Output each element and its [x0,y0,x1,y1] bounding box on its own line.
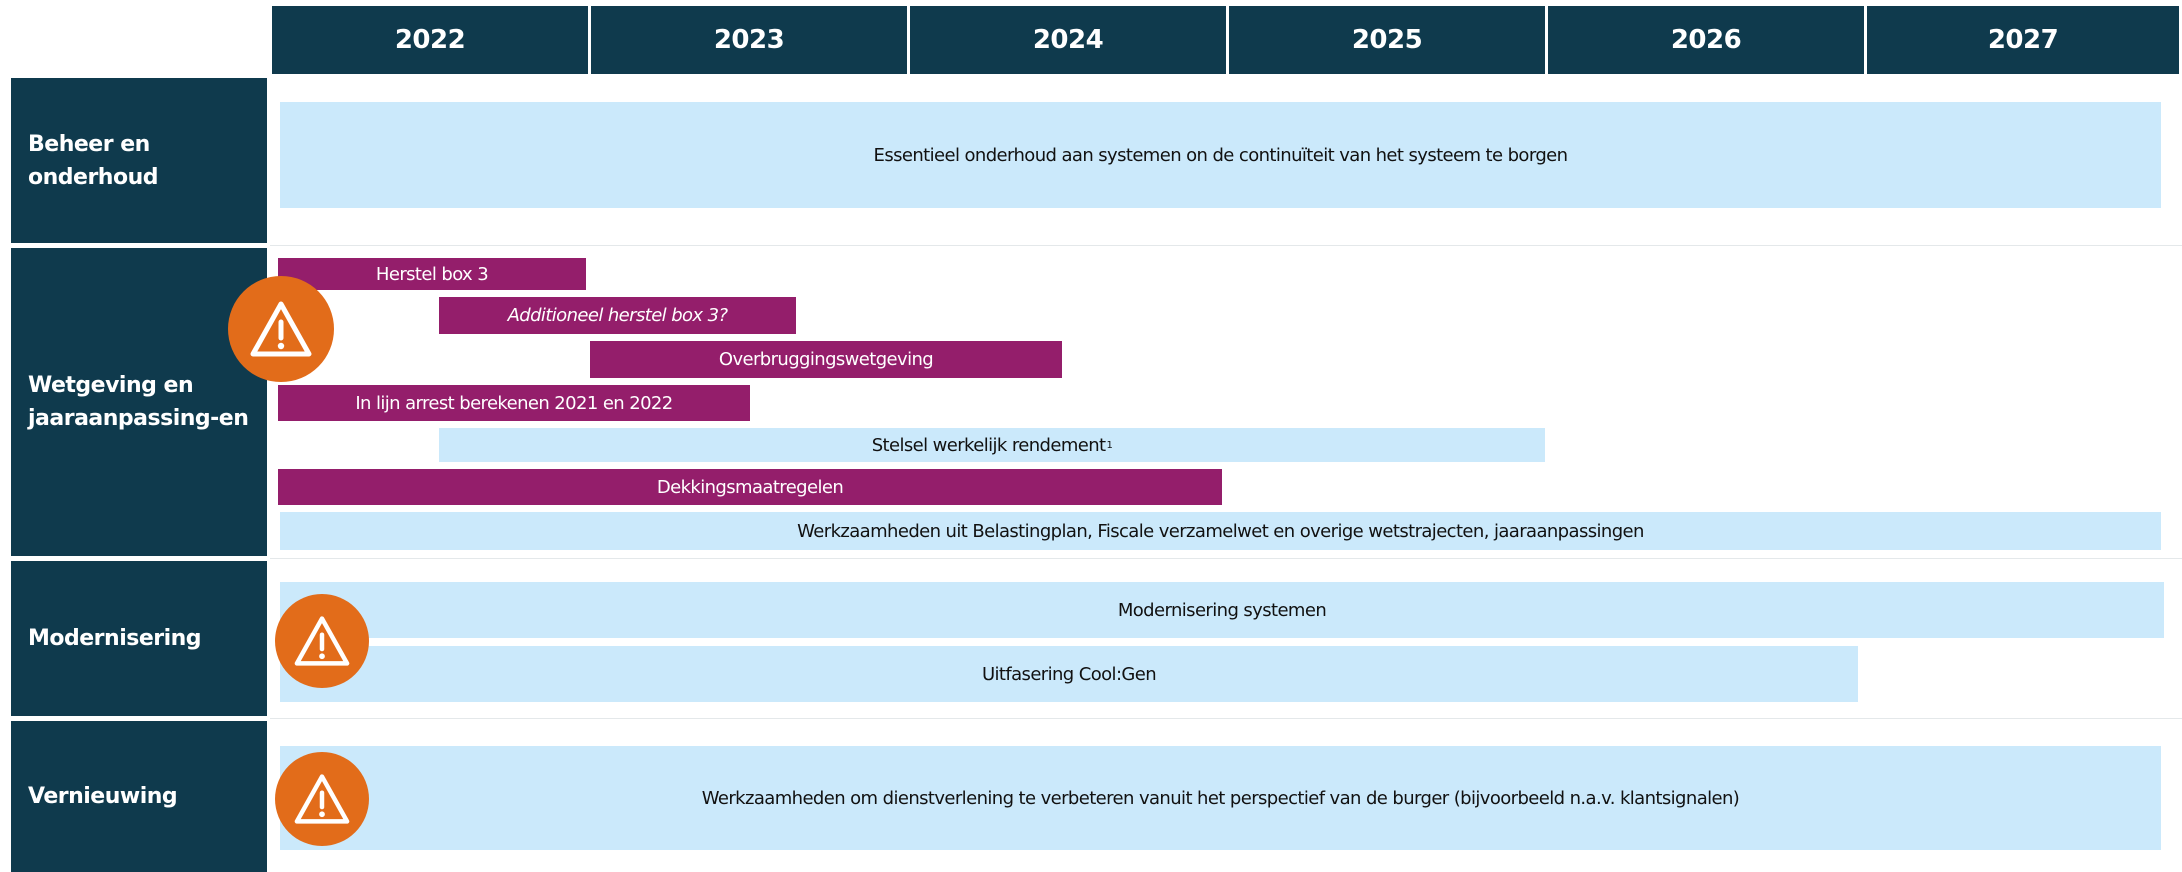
bar-label: Werkzaamheden om dienstverlening te verb… [701,787,1740,809]
row-separator [270,718,2182,719]
bar-label: Dekkingsmaatregelen [656,476,844,498]
row-separator [270,245,2182,246]
row-separator [270,558,2182,559]
bar-label: Herstel box 3 [375,263,489,285]
category-vernieuwing: Vernieuwing [11,721,267,872]
bar-dienstverlening-verbeteren: Werkzaamheden om dienstverlening te verb… [280,746,2161,850]
warning-triangle-icon [275,594,369,688]
bar-in-lijn-arrest: In lijn arrest berekenen 2021 en 2022 [278,385,750,421]
bar-label: Modernisering systemen [1117,599,1327,621]
warning-triangle-icon [275,752,369,846]
year-header-2026: 2026 [1548,6,1864,74]
year-header-2025: 2025 [1229,6,1545,74]
year-header-2023: 2023 [591,6,907,74]
category-beheer-en-onderhoud: Beheer en onderhoud [11,78,267,243]
bar-additioneel-herstel-box-3: Additioneel herstel box 3? [439,297,796,334]
year-header-2022: 2022 [272,6,588,74]
bar-label: Overbruggingswetgeving [718,349,934,370]
bar-modernisering-systemen: Modernisering systemen [280,582,2164,638]
bar-label: Stelsel werkelijk rendement [871,434,1106,456]
bar-dekkingsmaatregelen: Dekkingsmaatregelen [278,469,1222,505]
footnote-marker: 1 [1106,439,1113,451]
year-header-2024: 2024 [910,6,1226,74]
category-wetgeving-en-jaaraanpassingen: Wetgeving en jaaraanpassing-en [11,248,267,556]
bar-label: Werkzaamheden uit Belastingplan, Fiscale… [797,520,1644,542]
bar-uitfasering-coolgen: Uitfasering Cool:Gen [280,646,1858,702]
bar-herstel-box-3: Herstel box 3 [278,258,586,290]
bar-werkzaamheden-belastingplan: Werkzaamheden uit Belastingplan, Fiscale… [280,512,2161,550]
year-header-2027: 2027 [1867,6,2179,74]
category-modernisering: Modernisering [11,561,267,716]
bar-label: Additioneel herstel box 3? [507,305,728,326]
bar-essentieel-onderhoud: Essentieel onderhoud aan systemen on de … [280,102,2161,208]
warning-triangle-icon [228,276,334,382]
bar-overbruggingswetgeving: Overbruggingswetgeving [590,341,1062,378]
bar-label: Uitfasering Cool:Gen [981,663,1157,685]
bar-label: In lijn arrest berekenen 2021 en 2022 [355,392,673,414]
bar-label: Essentieel onderhoud aan systemen on de … [873,144,1568,166]
